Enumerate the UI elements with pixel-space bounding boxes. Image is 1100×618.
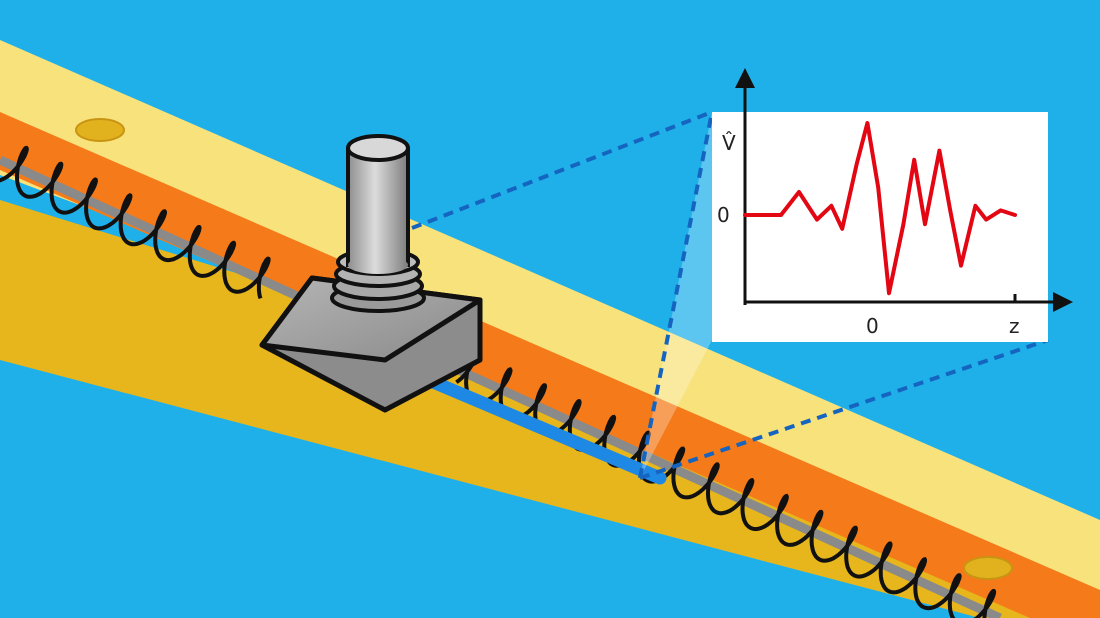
plot-panel bbox=[712, 112, 1048, 342]
projection-line-top bbox=[411, 110, 713, 230]
rail-hole-right bbox=[963, 556, 1013, 580]
y-zero-label: 0 bbox=[717, 203, 730, 227]
projection-line-left bbox=[638, 111, 714, 479]
coil-segment bbox=[455, 351, 997, 618]
plot-y-arrow bbox=[735, 68, 755, 88]
rail-hole-left bbox=[75, 118, 125, 142]
signal-series-line bbox=[743, 121, 1017, 296]
rail-groove bbox=[0, 112, 1100, 618]
rotary-knob-icon bbox=[259, 134, 483, 413]
x-axis-label: z bbox=[1009, 314, 1020, 338]
projection-line-bottom bbox=[639, 338, 1049, 480]
x-zero-label: 0 bbox=[866, 314, 879, 338]
plot-x-arrow bbox=[1053, 292, 1073, 312]
rail-top bbox=[0, 40, 1100, 590]
helical-coil-icon bbox=[0, 145, 997, 618]
probe-rod-icon bbox=[393, 361, 667, 485]
coil-segment bbox=[0, 145, 271, 300]
y-axis-label: V̂ bbox=[722, 131, 736, 155]
waveform-plot: V̂ 0 0 z bbox=[712, 68, 1073, 342]
